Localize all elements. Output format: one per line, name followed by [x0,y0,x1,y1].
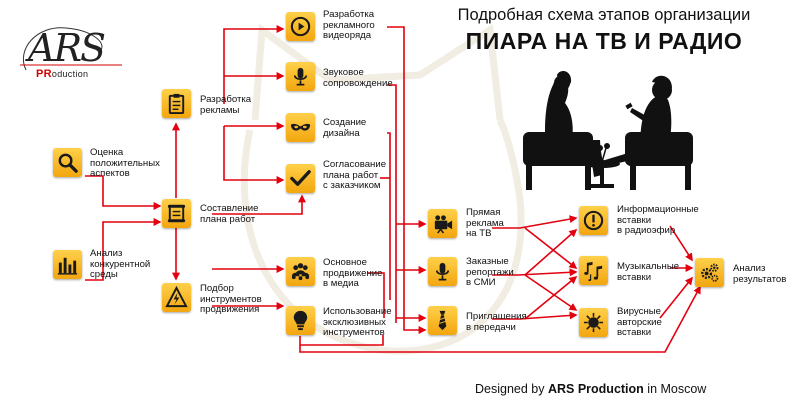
mask-icon [290,123,311,131]
label-music-inserts: Музыкальные вставки [617,261,680,283]
label-approval: Согласование плана работ с заказчиком [323,159,387,192]
node-reports [428,257,457,286]
ars-production-logo: ARS PRoduction [6,20,126,82]
label-design: Создание дизайна [323,117,367,139]
node-sound [286,62,315,91]
label-direct-ad: Прямая реклама на ТВ [466,207,504,240]
label-analysis: Анализ конкурентной среды [90,248,151,281]
diagram-subtitle: Подробная схема этапов организации [457,6,751,24]
gears-icon [701,263,719,282]
microphone-icon [435,262,450,281]
microphone-icon [293,67,308,86]
logo-subtitle: PRoduction [36,68,88,80]
label-reports: Заказные репортажи в СМИ [466,256,514,289]
node-tools-select [162,283,191,312]
footer-credit: Designed by ARS Production in Moscow [475,382,706,396]
node-work-plan [162,199,191,228]
play-icon [290,16,311,37]
label-exclusive: Использование эксклюзивных инструментов [323,306,392,339]
scroll-icon [167,204,186,223]
label-sound: Звуковое сопровождение [323,67,393,89]
lightbulb-icon [293,310,308,331]
magnifier-icon [58,153,78,173]
clipboard-icon [168,93,185,115]
node-design [286,113,315,142]
logo-sub-rest: oduction [51,69,89,79]
checkmark-icon [290,170,311,186]
cat-watermark [240,23,525,355]
node-exclusive [286,306,315,335]
tie-icon [438,310,447,331]
label-viral-inserts: Вирусные авторские вставки [617,306,662,339]
logo-swirl [20,27,122,71]
diagram-title: ПИАРА НА ТВ И РАДИО [465,28,743,54]
virus-icon [583,312,604,333]
label-work-plan: Составление плана работ [200,203,259,225]
node-invitations [428,306,457,335]
node-results [695,258,724,287]
label-media-promo: Основное продвижение в медиа [323,257,383,290]
label-info-inserts: Информационные вставки в радиоэфир [617,204,699,237]
node-music-inserts [579,256,608,285]
label-tools-select: Подбор инструментов продвижения [200,283,262,316]
lightning-icon [165,286,188,308]
node-ad-dev [162,89,191,118]
footer-suffix: in Moscow [643,382,707,396]
label-evaluation: Оценка положительных аспектов [90,147,160,180]
node-analysis [53,250,82,279]
node-video [286,12,315,41]
footer-brand: ARS Production [547,382,644,396]
node-media-promo [286,257,315,286]
interview-silhouette [523,70,693,190]
exclamation-icon [583,210,604,231]
footer-prefix: Designed by [475,382,548,396]
bar-chart-icon [57,257,78,275]
logo-brand: ARS [28,26,106,70]
node-viral-inserts [579,308,608,337]
flow-arrows [85,25,701,353]
logo-sub-accent: PR [36,68,52,80]
label-invitations: Приглашения в передачи [466,311,527,333]
label-results: Анализ результатов [733,263,787,285]
people-icon [291,263,310,281]
camera-icon [434,215,453,234]
node-evaluation [53,148,82,177]
label-ad-dev: Разработка рекламы [200,94,252,116]
node-approval [286,164,315,193]
label-video: Разработка рекламного видеоряда [323,9,375,42]
node-info-inserts [579,206,608,235]
music-notes-icon [584,261,603,282]
node-direct-ad [428,209,457,238]
